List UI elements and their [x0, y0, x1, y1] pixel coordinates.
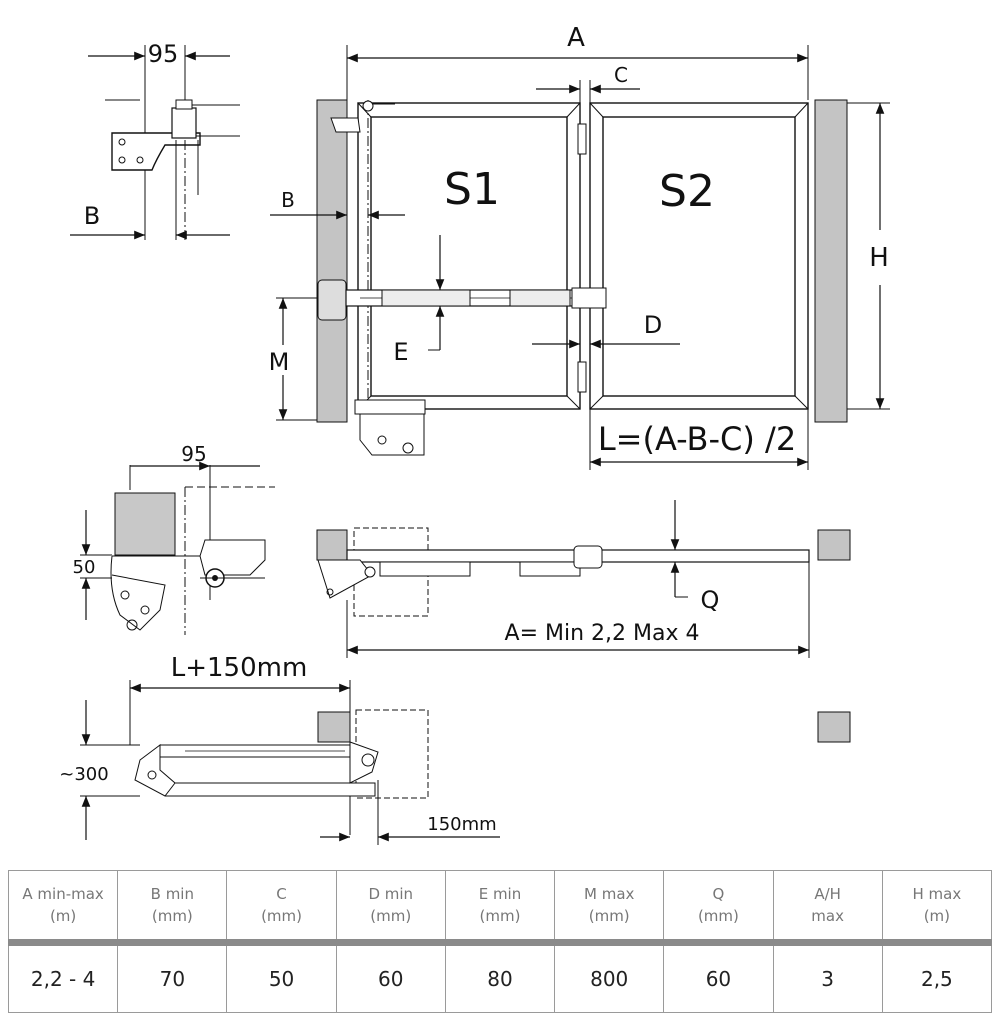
- technical-drawing: 95 B: [59, 23, 890, 845]
- value-a: 2,2 - 4: [7, 942, 119, 1013]
- leaf-label-s2: S2: [659, 166, 715, 217]
- header-a: A min-max(m): [7, 870, 119, 946]
- header-e: E min(mm): [444, 870, 556, 946]
- header-m: M max(mm): [554, 870, 665, 946]
- dim-label-150mm: 150mm: [427, 814, 496, 835]
- value-b: 70: [117, 942, 228, 1013]
- leaf-label-s1: S1: [444, 164, 500, 215]
- dim-label-b-inner: B: [281, 188, 295, 212]
- dim-label-q: Q: [701, 586, 720, 614]
- dim-label-a: A: [567, 23, 585, 53]
- dim-label-95-top: 95: [148, 40, 179, 68]
- header-d: D min(mm): [335, 870, 446, 946]
- dim-label-b-top: B: [84, 202, 100, 230]
- specs-value-row: 2,2 - 4 70 50 60 80 800 60 3 2,5: [7, 942, 993, 1013]
- header-b: B min(mm): [117, 870, 228, 946]
- dim-label-l-formula: L=(A-B-C) /2: [598, 420, 796, 458]
- value-c: 50: [226, 942, 337, 1013]
- top-left-detail: [70, 45, 240, 240]
- header-h-max: H max(m): [881, 870, 993, 946]
- plan-view: [316, 500, 851, 658]
- dim-label-50: 50: [73, 557, 96, 578]
- dim-label-c: C: [614, 63, 628, 87]
- gate-elevation: [270, 45, 890, 470]
- bottom-plan-view: [80, 680, 851, 845]
- specs-table-wrapper: A min-max(m) B min(mm) C(mm) D min(mm) E…: [7, 870, 993, 1013]
- dim-label-95-mid: 95: [181, 442, 206, 466]
- dim-label-l-plus-150: L+150mm: [171, 653, 308, 683]
- dim-label-h: H: [869, 243, 889, 273]
- dim-label-d: D: [644, 311, 662, 339]
- dim-label-e: E: [393, 338, 408, 366]
- specs-header-row: A min-max(m) B min(mm) C(mm) D min(mm) E…: [7, 870, 993, 946]
- value-a-h: 3: [772, 942, 883, 1013]
- value-q: 60: [663, 942, 774, 1013]
- value-e: 80: [444, 942, 556, 1013]
- specs-table: A min-max(m) B min(mm) C(mm) D min(mm) E…: [7, 870, 993, 1013]
- dim-label-a-range: A= Min 2,2 Max 4: [505, 621, 700, 646]
- value-d: 60: [335, 942, 446, 1013]
- middle-left-detail: [80, 461, 275, 635]
- value-m: 800: [554, 942, 665, 1013]
- header-q: Q(mm): [663, 870, 774, 946]
- header-c: C(mm): [226, 870, 337, 946]
- dim-label-m: M: [269, 348, 290, 376]
- dim-label-approx-300: ~300: [59, 764, 108, 785]
- value-h-max: 2,5: [881, 942, 993, 1013]
